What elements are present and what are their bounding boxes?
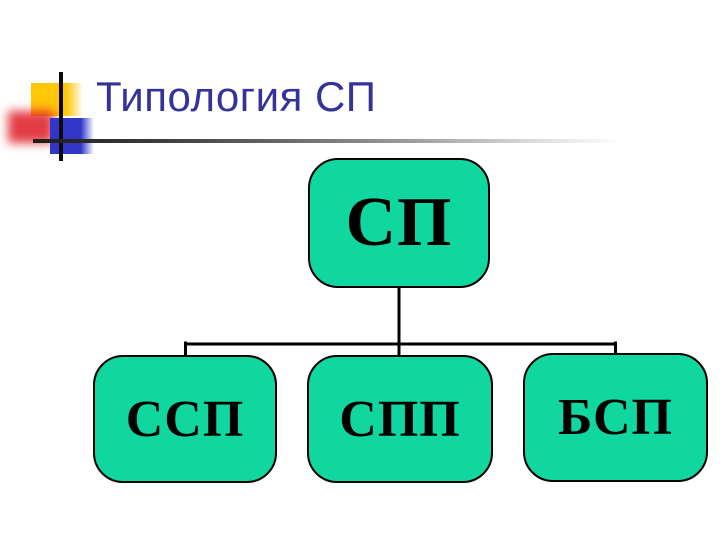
diagram-box-child-2: СПП xyxy=(307,355,493,483)
diagram-box-child-1-label: ССП xyxy=(125,390,245,448)
diagram-box-root-label: СП xyxy=(345,184,453,261)
diagram-box-child-1: ССП xyxy=(93,355,277,483)
diagram-box-child-3-label: БСП xyxy=(557,389,674,446)
diagram-box-child-2-label: СПП xyxy=(339,390,461,448)
decor-blue-square xyxy=(50,118,94,154)
title-underline-rule xyxy=(33,139,623,143)
decor-yellow-square xyxy=(31,83,83,116)
diagram-box-child-3: БСП xyxy=(523,353,708,482)
decor-vertical-line xyxy=(59,72,63,161)
diagram-box-root: СП xyxy=(308,158,490,288)
slide-title: Типология СП xyxy=(96,73,377,120)
decor-red-square xyxy=(8,111,54,143)
